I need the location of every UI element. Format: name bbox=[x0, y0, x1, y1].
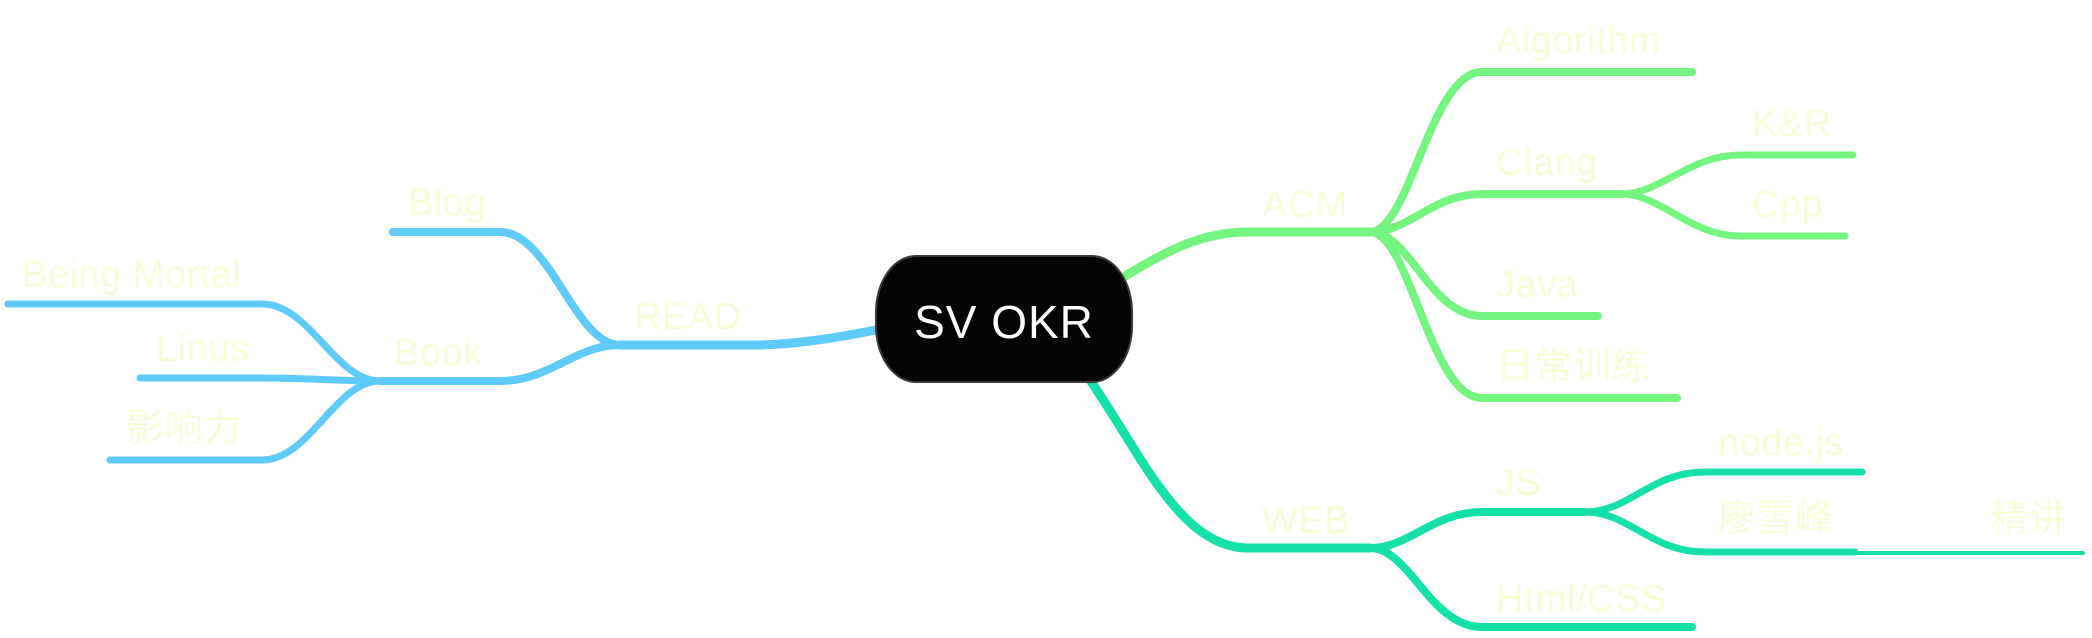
cpp-label[interactable]: Cpp bbox=[1752, 184, 1824, 226]
edge-acm-daily bbox=[1366, 228, 1681, 402]
edge-root-web bbox=[1085, 375, 1375, 553]
read-branch-edges bbox=[4, 228, 881, 464]
linus-label[interactable]: Linus bbox=[156, 328, 250, 370]
edge-clang-kr bbox=[1618, 151, 1857, 198]
edge-web-js bbox=[1366, 508, 1589, 552]
kr-label[interactable]: K&R bbox=[1752, 103, 1832, 145]
clang-label[interactable]: Clang bbox=[1496, 142, 1598, 184]
algorithm-label[interactable]: Algorithm bbox=[1496, 20, 1661, 62]
root-label: SV OKR bbox=[914, 296, 1094, 348]
edge-book-beingmortal bbox=[4, 300, 384, 385]
java-label[interactable]: Java bbox=[1496, 264, 1579, 306]
edge-root-acm bbox=[1117, 227, 1375, 283]
daily-training-label[interactable]: 日常训练 bbox=[1496, 346, 1651, 388]
influence-label[interactable]: 影响力 bbox=[126, 408, 242, 450]
edge-read-blog bbox=[389, 228, 624, 349]
acm-label[interactable]: ACM bbox=[1262, 184, 1348, 226]
edge-clang-cpp bbox=[1618, 190, 1849, 240]
acm-branch-edges bbox=[1117, 68, 1857, 402]
blog-label[interactable]: Blog bbox=[408, 182, 487, 224]
web-label[interactable]: WEB bbox=[1262, 500, 1351, 542]
edge-js-nodejs bbox=[1581, 468, 1866, 516]
being-mortal-label[interactable]: Being Mortal bbox=[22, 254, 242, 296]
book-label[interactable]: Book bbox=[394, 332, 483, 374]
edge-web-htmlcss bbox=[1366, 544, 1696, 631]
read-label[interactable]: READ bbox=[634, 296, 742, 338]
js-label[interactable]: JS bbox=[1496, 462, 1542, 504]
edge-read-book bbox=[376, 341, 624, 385]
root-node[interactable] bbox=[875, 255, 1133, 383]
tutorial-label[interactable]: 廖雪峰 bbox=[1718, 498, 1834, 540]
loop-label[interactable]: 精讲 bbox=[1990, 498, 2068, 540]
web-branch-edges bbox=[1085, 375, 2085, 631]
edge-acm-clang bbox=[1366, 190, 1626, 236]
edge-acm-algorithm bbox=[1366, 68, 1696, 236]
nodejs-label[interactable]: node.js bbox=[1718, 422, 1845, 464]
edge-js-tutorial bbox=[1581, 508, 1859, 556]
edge-book-linus bbox=[136, 374, 384, 385]
edge-book-influence bbox=[106, 377, 384, 464]
htmlcss-label[interactable]: Html/CSS bbox=[1496, 578, 1667, 620]
edge-root-read bbox=[615, 325, 881, 350]
